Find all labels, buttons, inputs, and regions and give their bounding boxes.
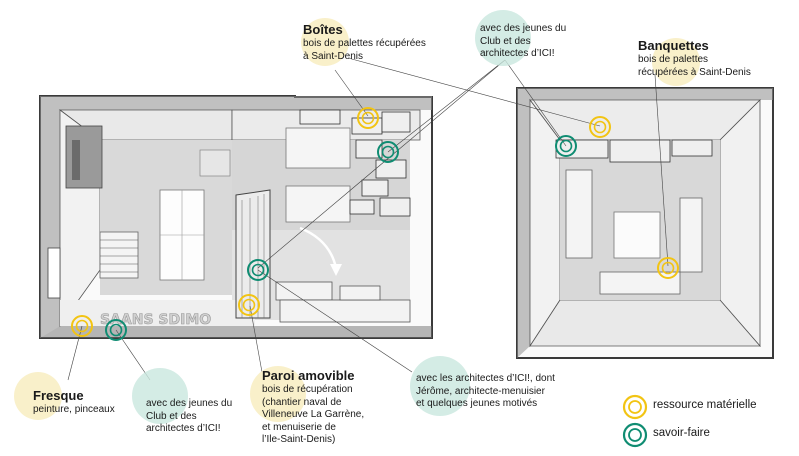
label-club-top-line: architectes d’ICI!: [480, 48, 555, 59]
savoir-marker-banquettes: [555, 135, 577, 157]
label-paroi-line: et menuiserie de: [262, 421, 336, 433]
legend-materiel-icon: [622, 394, 648, 420]
connector-lines: [67, 57, 669, 381]
left-room-plan: SAANS SDIMO: [39, 95, 433, 339]
label-paroi: Paroi amovible bois de récupération (cha…: [262, 368, 364, 447]
materiel-marker-banquettes-2: [657, 257, 679, 279]
label-paroi-line: bois de récupération: [262, 384, 353, 395]
label-club-bottom-line: avec des jeunes du: [146, 398, 233, 409]
label-paroi-line: (chantier naval de: [262, 396, 342, 408]
label-boites: Boîtes bois de palettes récupérées à Sai…: [303, 22, 426, 63]
savoir-markers: [105, 135, 577, 341]
materiel-marker-fresque: [71, 315, 93, 337]
label-banquettes: Banquettes bois de palettes récupérées à…: [638, 38, 751, 79]
label-fresque-title: Fresque: [33, 388, 84, 403]
label-banquettes-title: Banquettes: [638, 38, 709, 53]
label-club-top-line: Club et des: [480, 35, 531, 47]
materiel-marker-boites: [357, 107, 379, 129]
materiel-markers: [71, 107, 679, 337]
savoir-marker-paroi: [247, 259, 269, 281]
label-architectes: avec les architectes d’ICI!, dont Jérôme…: [416, 373, 555, 411]
svg-text:SAANS SDIMO: SAANS SDIMO: [100, 312, 211, 328]
legend-savoir-label: savoir-faire: [653, 427, 710, 439]
materiel-marker-paroi: [238, 294, 260, 316]
label-architectes-line: avec les architectes d’ICI!, dont: [416, 373, 555, 384]
label-paroi-line: l’Ile-Saint-Denis): [262, 434, 336, 445]
label-boites-line: à Saint-Denis: [303, 50, 364, 62]
label-banquettes-line: récupérées à Saint-Denis: [638, 66, 751, 78]
label-fresque-line: peinture, pinceaux: [33, 404, 115, 415]
label-paroi-title: Paroi amovible: [262, 368, 355, 383]
label-banquettes-line: bois de palettes: [638, 54, 709, 65]
savoir-marker-boites: [377, 141, 399, 163]
label-architectes-line: Jérôme, architecte-menuisier: [416, 385, 545, 397]
label-club-bottom: avec des jeunes du Club et des architect…: [146, 398, 232, 436]
legend-materiel-label: ressource matérielle: [653, 399, 757, 411]
label-architectes-line: et quelques jeunes motivés: [416, 398, 538, 409]
label-club-bottom-line: architectes d’ICI!: [146, 423, 221, 434]
label-club-bottom-line: Club et des: [146, 410, 197, 422]
materiel-marker-banquettes: [589, 116, 611, 138]
right-room-plan: [516, 87, 774, 359]
savoir-marker-fresque: [105, 319, 127, 341]
label-halos: [14, 10, 700, 424]
label-fresque: Fresque peinture, pinceaux: [33, 388, 115, 417]
label-boites-line: bois de palettes récupérées: [303, 38, 426, 49]
label-club-top: avec des jeunes du Club et des architect…: [480, 23, 566, 61]
label-club-top-line: avec des jeunes du: [480, 23, 567, 34]
legend-savoir-icon: [622, 422, 648, 448]
legend-markers: [622, 394, 648, 448]
label-boites-title: Boîtes: [303, 22, 343, 37]
label-paroi-line: Villeneuve La Garrène,: [262, 409, 365, 420]
